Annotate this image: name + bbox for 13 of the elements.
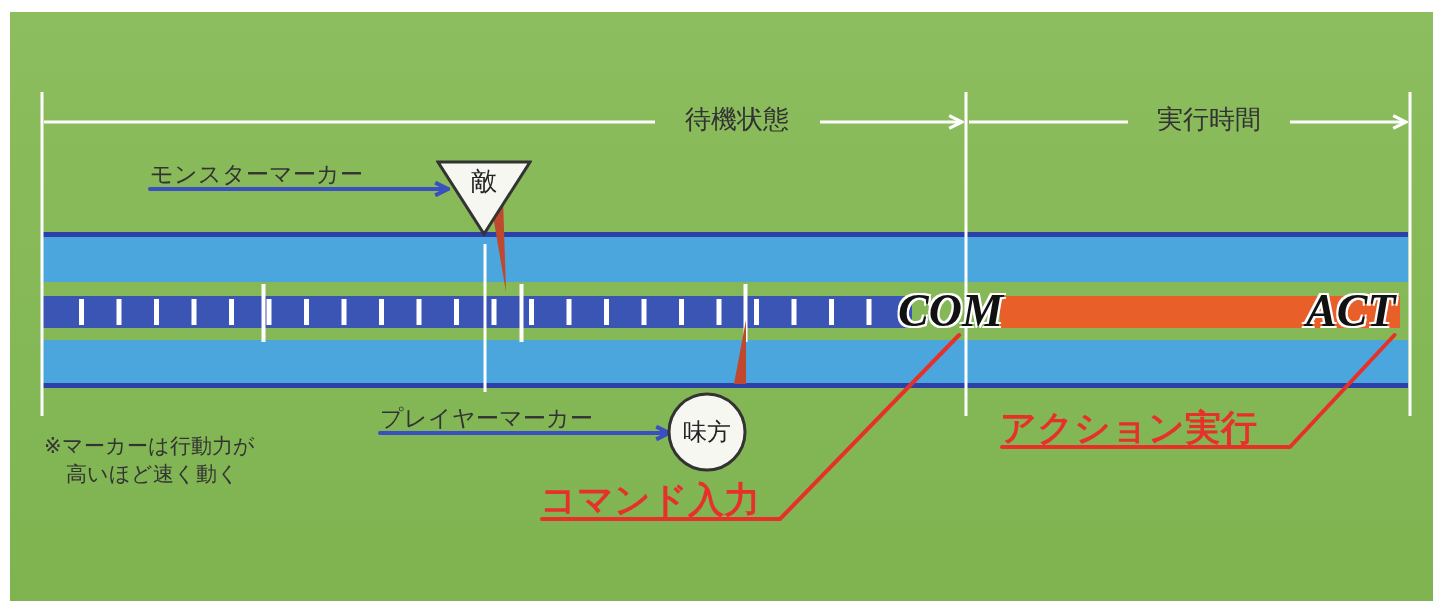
callout-label: アクション実行: [1000, 398, 1290, 448]
callout-label: コマンド入力: [540, 472, 780, 520]
leader-line: [1000, 333, 1397, 449]
arrow: [148, 180, 450, 198]
triangle-marker: 敵: [436, 160, 532, 236]
span-label: 実行時間: [1156, 106, 1262, 132]
circle-marker: 味方: [667, 392, 747, 472]
note-text: ※マーカーは行動力が高いほど速く動く: [44, 433, 256, 489]
marker-caption: プレイヤーマーカー: [380, 400, 650, 432]
leader-line: [540, 333, 962, 521]
marker-caption: モンスターマーカー: [150, 158, 420, 188]
arrow: [378, 424, 671, 442]
span-label: 待機状態: [684, 106, 790, 132]
